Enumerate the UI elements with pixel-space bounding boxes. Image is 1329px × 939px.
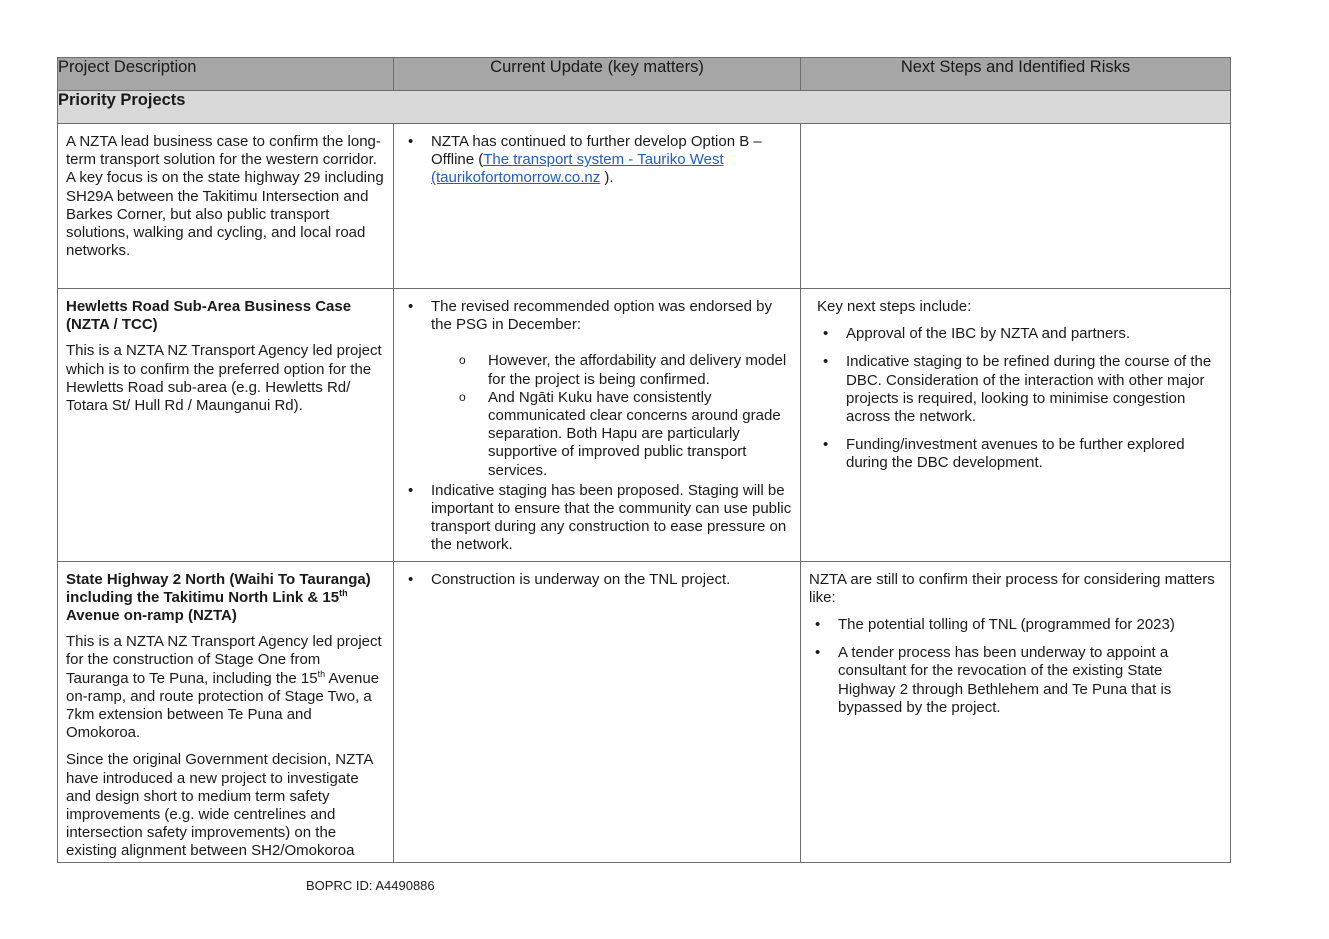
tauriko-west-link[interactable]: The transport system - Tauriko West (tau…: [431, 151, 724, 187]
row1-next-steps-cell: [800, 123, 1231, 289]
row2-update-cell: The revised recommended option was endor…: [393, 288, 801, 562]
row3-desc1-part-1: This is a NZTA NZ Transport Agency led p…: [66, 633, 382, 687]
row3-title-sup: th: [339, 587, 348, 598]
row2-next-intro: Key next steps include:: [817, 298, 972, 315]
row1-update-text-end: ).: [600, 169, 614, 187]
row3-project-title: State Highway 2 North (Waihi To Tauranga…: [66, 571, 385, 626]
row3-description-1: This is a NZTA NZ Transport Agency led p…: [66, 633, 385, 742]
row3-title-part-2: Avenue on-ramp (NZTA): [66, 607, 237, 625]
row2-next-bullet-3: Funding/investment avenues to be further…: [817, 436, 1222, 472]
row2-next-bullet-1: Approval of the IBC by NZTA and partners…: [817, 325, 1222, 343]
row2-update-text-1: The revised recommended option was endor…: [431, 298, 773, 334]
table-row: Hewletts Road Sub-Area Business Case (NZ…: [57, 288, 1231, 562]
header-next-steps: Next Steps and Identified Risks: [800, 57, 1231, 91]
row1-update-bullet: NZTA has continued to further develop Op…: [402, 133, 792, 188]
row1-update-text: NZTA has continued to further develop Op…: [431, 133, 762, 169]
row2-next-steps-cell: Key next steps include: Approval of the …: [800, 288, 1231, 562]
row2-next-bullet-2: Indicative staging to be refined during …: [817, 353, 1222, 426]
table-row: A NZTA lead business case to confirm the…: [57, 123, 1231, 289]
row3-update-bullet-1: Construction is underway on the TNL proj…: [402, 571, 792, 589]
row3-next-steps-cell: NZTA are still to confirm their process …: [800, 560, 1231, 863]
row1-description-cell: A NZTA lead business case to confirm the…: [57, 123, 394, 289]
row3-next-intro: NZTA are still to confirm their process …: [809, 570, 1215, 606]
project-status-table: Project Description Current Update (key …: [57, 57, 1231, 863]
section-row: Priority Projects: [57, 90, 1231, 124]
row3-desc1-part-2: Avenue on-ramp, and route protection of …: [66, 669, 380, 742]
row2-update-bullet-1: The revised recommended option was endor…: [402, 298, 792, 480]
row2-update-sub-2: And Ngāti Kuku have consistently communi…: [431, 388, 792, 480]
row2-project-title: Hewletts Road Sub-Area Business Case (NZ…: [66, 298, 352, 334]
row3-description-2: Since the original Government decision, …: [66, 751, 373, 860]
row2-description: This is a NZTA NZ Transport Agency led p…: [66, 342, 382, 415]
row3-description-cell: State Highway 2 North (Waihi To Tauranga…: [57, 560, 394, 863]
header-current-update: Current Update (key matters): [393, 57, 801, 91]
row3-update-cell: Construction is underway on the TNL proj…: [393, 560, 801, 863]
row2-update-bullet-2: Indicative staging has been proposed. St…: [402, 482, 792, 555]
table-row: State Highway 2 North (Waihi To Tauranga…: [57, 560, 1231, 863]
header-project-description: Project Description: [57, 57, 394, 91]
row2-description-cell: Hewletts Road Sub-Area Business Case (NZ…: [57, 288, 394, 562]
row1-update-cell: NZTA has continued to further develop Op…: [393, 123, 801, 289]
document-id-footer: BOPRC ID: A4490886: [306, 878, 435, 893]
row1-description: A NZTA lead business case to confirm the…: [66, 133, 384, 260]
row3-title-part-1: State Highway 2 North (Waihi To Tauranga…: [66, 570, 371, 606]
section-title: Priority Projects: [57, 90, 1231, 124]
row3-next-bullet-1: The potential tolling of TNL (programmed…: [809, 616, 1222, 634]
row2-update-sub-1: However, the affordability and delivery …: [431, 351, 792, 388]
row3-desc1-sup: th: [317, 668, 326, 679]
header-row: Project Description Current Update (key …: [57, 57, 1231, 91]
row3-next-bullet-2: A tender process has been underway to ap…: [809, 644, 1222, 717]
